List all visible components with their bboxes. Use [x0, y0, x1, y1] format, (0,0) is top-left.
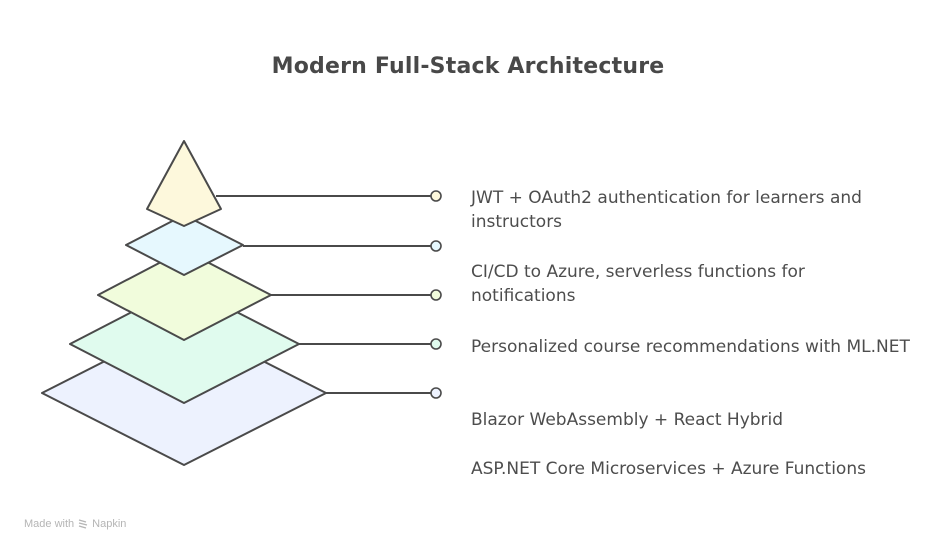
napkin-logo-icon: [78, 519, 88, 529]
connector-dot-backend: [430, 387, 442, 399]
layer-label-security: JWT + OAuth2 authentication for learners…: [471, 188, 862, 232]
layer-label-frontend: Blazor WebAssembly + React Hybrid: [471, 410, 784, 430]
pyramid-layer-security: [146, 140, 222, 227]
layer-label-devops: CI/CD to Azure, serverless functions for…: [471, 262, 805, 306]
diagram-title: Modern Full-Stack Architecture: [271, 54, 665, 79]
connector-dot-ai: [430, 289, 442, 301]
connector-dot-devops: [430, 240, 442, 252]
connector-dot-frontend: [430, 338, 442, 350]
layer-label-backend: ASP.NET Core Microservices + Azure Funct…: [471, 459, 866, 479]
napkin-watermark[interactable]: Made with Napkin: [24, 518, 126, 530]
connector-dot-security: [430, 190, 442, 202]
watermark-prefix: Made with: [24, 518, 75, 530]
layer-label-ai: Personalized course recommendations with…: [471, 337, 910, 357]
watermark-brand: Napkin: [92, 518, 127, 530]
